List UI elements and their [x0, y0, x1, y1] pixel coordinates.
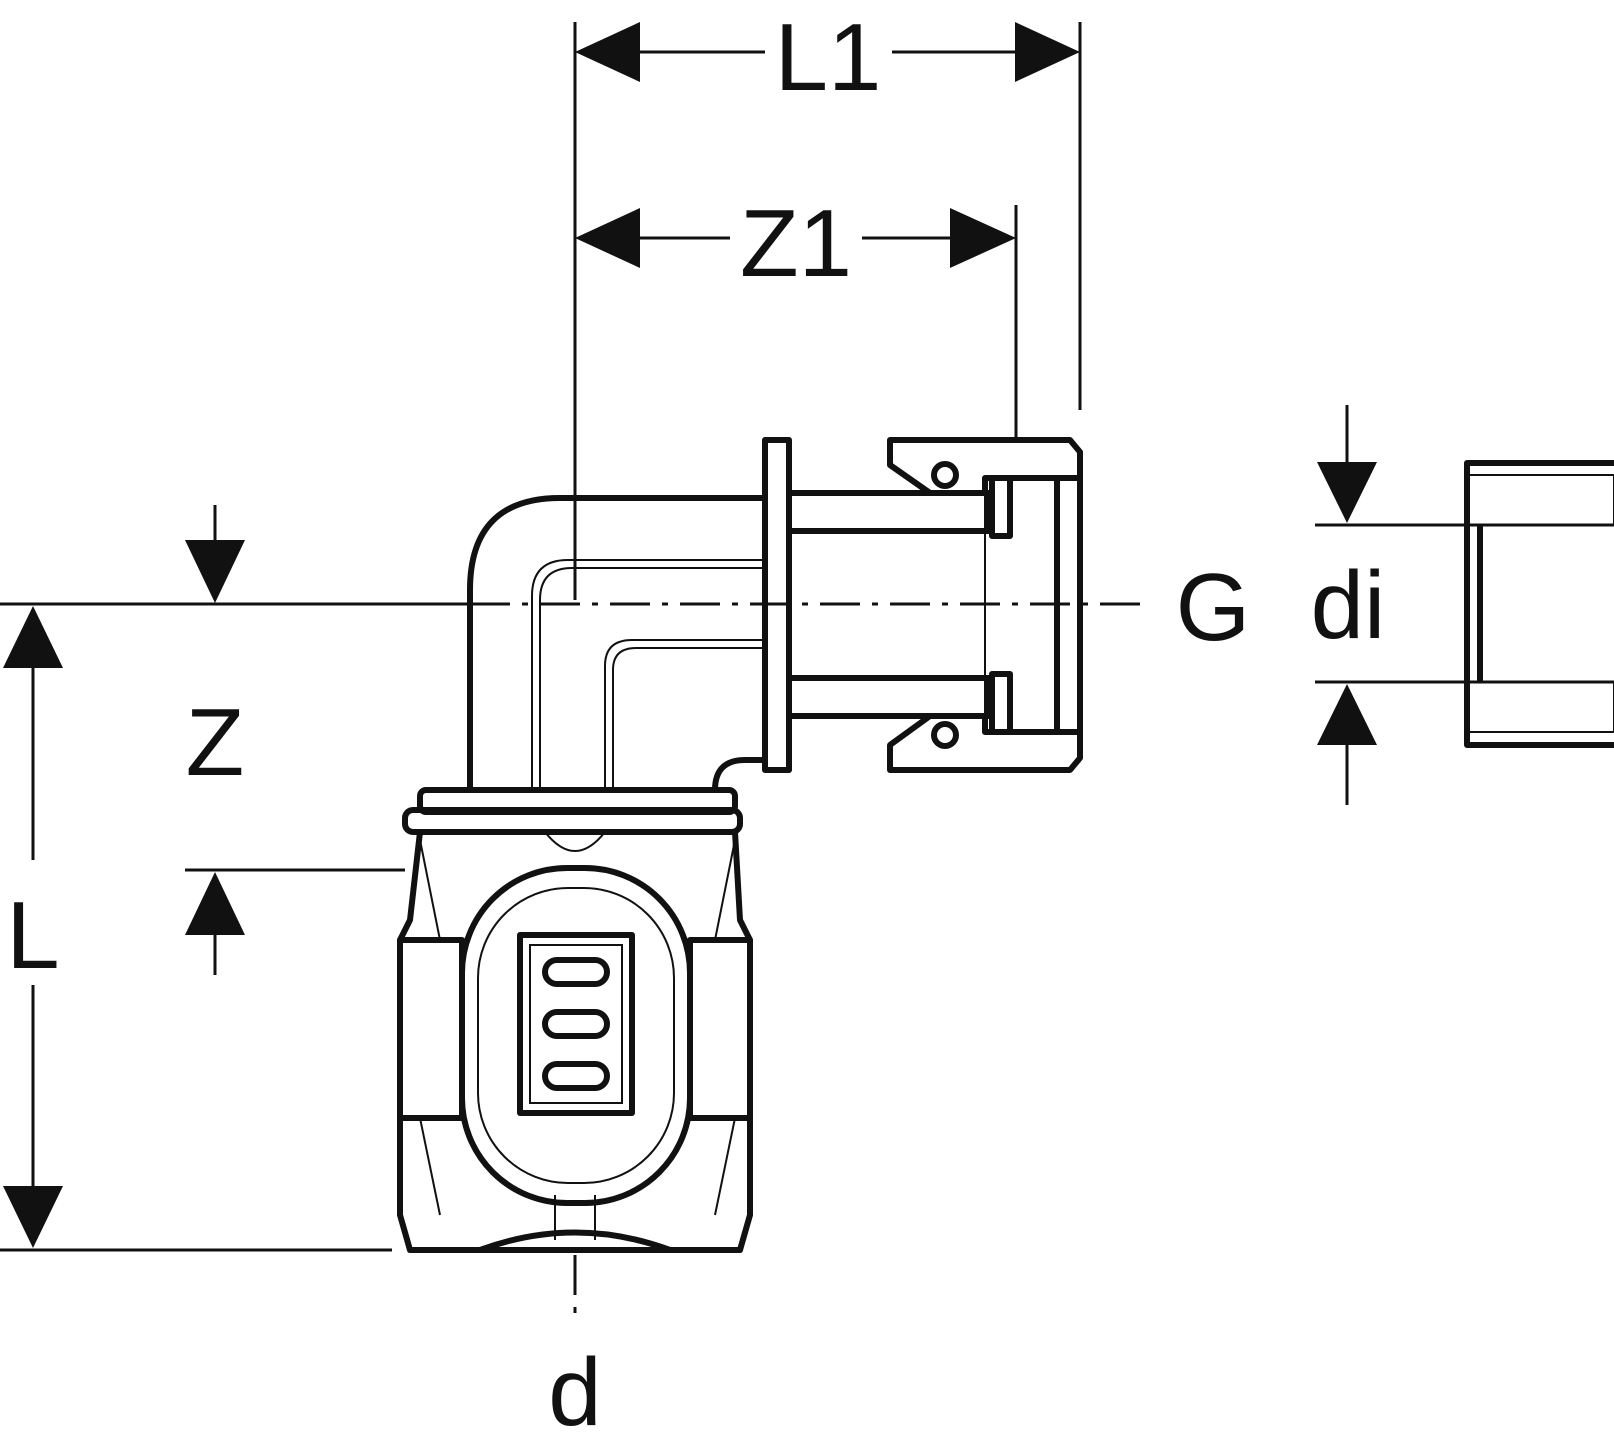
o-ring-top — [931, 461, 959, 489]
arrow-down — [3, 1186, 63, 1248]
label-l: L — [6, 882, 59, 989]
elbow-body — [467, 495, 768, 791]
press-sleeve — [397, 831, 753, 1253]
dimension-l1: L1 — [573, 4, 1082, 600]
union-nut — [887, 437, 1083, 773]
arrow-left — [575, 22, 640, 82]
threaded-tail — [786, 490, 992, 719]
arrow-up — [3, 606, 63, 668]
inspection-slot — [542, 1009, 610, 1039]
inspection-slot — [542, 957, 610, 987]
label-di: di — [1311, 552, 1386, 659]
dimension-l: L — [0, 602, 470, 1252]
inspection-slot — [542, 1061, 610, 1091]
indicator-window — [459, 865, 693, 1206]
collar — [402, 787, 743, 835]
arrow-right — [950, 208, 1016, 268]
dimension-di: di — [1311, 405, 1614, 805]
label-l1: L1 — [775, 4, 882, 111]
label-z1: Z1 — [740, 190, 852, 297]
arrow-left — [575, 208, 640, 268]
label-z: Z — [186, 689, 245, 796]
arrow-down — [1317, 462, 1377, 523]
arrow-right — [1015, 22, 1080, 82]
o-ring-bottom — [931, 721, 959, 749]
clamp-band-right — [687, 937, 753, 1121]
center-lines — [470, 602, 1140, 1315]
dimension-z: Z — [185, 505, 405, 975]
arrow-up — [185, 872, 245, 935]
arrow-down — [185, 540, 245, 603]
clamp-band-left — [397, 937, 465, 1121]
mating-pipe — [1464, 460, 1614, 748]
arrow-up — [1317, 684, 1377, 745]
label-g: G — [1176, 554, 1251, 661]
label-d: d — [548, 1339, 601, 1440]
dimension-z1: Z1 — [575, 190, 1018, 440]
